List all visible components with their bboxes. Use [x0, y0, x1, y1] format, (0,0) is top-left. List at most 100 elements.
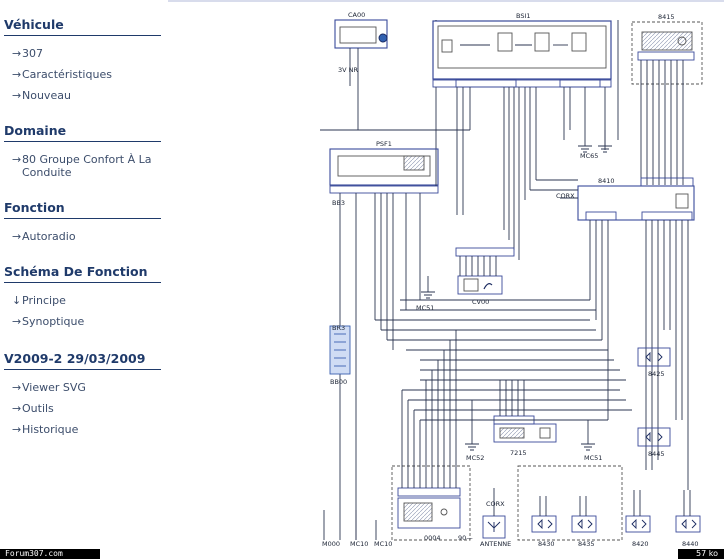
arrow-right-icon: →: [12, 230, 22, 243]
antenna-icon: [487, 521, 501, 532]
label-8435: 8435: [578, 540, 595, 548]
bsi1-box: [432, 20, 612, 80]
watermark-text: Forum307.com: [2, 549, 66, 559]
psf1-box: [329, 148, 439, 186]
nav-link-groupe-confort[interactable]: →80 Groupe Confort À La Conduite: [12, 153, 162, 179]
arrow-right-icon: →: [12, 89, 22, 102]
nav-link-principe[interactable]: ↓Principe: [12, 294, 162, 307]
label-8410: 8410: [598, 177, 615, 185]
nav-link-historique[interactable]: →Historique: [12, 423, 162, 436]
ground-icon: [598, 145, 612, 153]
label-8430: 8430: [538, 540, 555, 548]
label-mc51-left: MC51: [416, 304, 434, 312]
label-8420: 8420: [632, 540, 649, 548]
section-divider: [4, 35, 161, 36]
arrow-right-icon: →: [12, 315, 22, 328]
nav-link-label: Nouveau: [22, 89, 71, 102]
label-8425: 8425: [648, 370, 665, 378]
label-mc51-right: MC51: [584, 454, 602, 462]
br440-speaker-icon: [675, 515, 701, 533]
label-8445: 8445: [648, 450, 665, 458]
label-3v-nr: 3V NR: [338, 66, 359, 74]
ignition-switch-icon: [339, 26, 377, 44]
ground-icon: [578, 145, 592, 153]
label-antenne: ANTENNE: [480, 540, 511, 548]
arrow-right-icon: →: [12, 423, 22, 436]
br420-speaker-icon: [625, 515, 651, 533]
br410-box: [577, 185, 695, 221]
nav-link-label: Caractéristiques: [22, 68, 112, 81]
section-title-domaine: Domaine: [4, 123, 67, 138]
section-title-fonction: Fonction: [4, 200, 65, 215]
label-mc65: MC65: [580, 152, 598, 160]
label-ca00: CA00: [348, 11, 365, 19]
top-border: [168, 0, 724, 2]
label-bsi1: BSI1: [516, 12, 531, 20]
ground-icon: [421, 291, 435, 299]
label-8415: 8415: [658, 13, 675, 21]
sidebar-nav: Véhicule →307 →Caractéristiques →Nouveau…: [0, 0, 168, 559]
nav-link-caracteristiques[interactable]: →Caractéristiques: [12, 68, 162, 81]
section-divider: [4, 141, 161, 142]
nav-link-label: Synoptique: [22, 315, 85, 328]
label-90: 90—: [458, 534, 473, 542]
label-m000: M000: [322, 540, 340, 548]
cv00-box: [457, 275, 503, 295]
label-mc52: MC52: [466, 454, 484, 462]
br435-speaker-icon: [571, 515, 597, 533]
nav-link-label: Autoradio: [22, 230, 76, 243]
key-icon: [378, 33, 388, 43]
label-bb00: BB00: [330, 378, 347, 386]
wiring-diagram-svg[interactable]: CA00 BSI1 PSF1 8415 8410 CV00 BB00 7215 …: [320, 0, 724, 549]
label-corx-top: CORX: [556, 192, 575, 200]
section-divider: [4, 218, 161, 219]
nav-link-label: Historique: [22, 423, 79, 436]
arrow-right-icon: →: [12, 47, 22, 60]
arrow-right-icon: →: [12, 402, 22, 415]
ca00-box: [334, 19, 388, 49]
ground-icon: [581, 443, 595, 451]
nav-link-label: 307: [22, 47, 43, 60]
label-8440: 8440: [682, 540, 699, 548]
arrow-right-icon: →: [12, 68, 22, 81]
label-7215: 7215: [510, 449, 527, 457]
nav-link-nouveau[interactable]: →Nouveau: [12, 89, 162, 102]
section-title-schema: Schéma De Fonction: [4, 264, 148, 279]
label-mc10-a: MC10: [350, 540, 368, 548]
bsi1-internals: [437, 25, 607, 69]
nav-link-viewer-svg[interactable]: →Viewer SVG: [12, 381, 162, 394]
label-0004: 0004: [424, 534, 441, 542]
label-corx-bottom: CORX: [486, 500, 505, 508]
nav-link-outils[interactable]: →Outils: [12, 402, 162, 415]
rear-speakers-box: [517, 465, 623, 541]
file-size-label: 57 ko: [678, 549, 722, 559]
br430-speaker-icon: [531, 515, 557, 533]
label-psf1: PSF1: [376, 140, 392, 148]
c0004-box: [391, 465, 471, 541]
wiring-diagram[interactable]: CA00 BSI1 PSF1 8415 8410 CV00 BB00 7215 …: [320, 0, 724, 559]
nav-link-autoradio[interactable]: →Autoradio: [12, 230, 162, 243]
label-mc10-b: MC10: [374, 540, 392, 548]
ground-icon: [465, 443, 479, 451]
speaker-small-icon: [675, 193, 689, 209]
status-bar-gap: [100, 549, 680, 559]
nav-link-label: 80 Groupe Confort À La Conduite: [22, 153, 152, 179]
nav-link-label: Outils: [22, 402, 54, 415]
arrow-right-icon: →: [12, 153, 22, 166]
arrow-down-icon: ↓: [12, 294, 22, 307]
br415-box: [631, 21, 703, 85]
label-bb3: BB3: [332, 199, 345, 207]
section-divider: [4, 282, 161, 283]
section-divider: [4, 369, 161, 370]
nav-link-label: Principe: [22, 294, 66, 307]
nav-link-307[interactable]: →307: [12, 47, 162, 60]
section-title-version: V2009-2 29/03/2009: [4, 351, 146, 366]
br445-speaker-icon: [637, 427, 671, 447]
section-title-vehicule: Véhicule: [4, 17, 64, 32]
label-cv00: CV00: [472, 298, 489, 306]
label-br3: BR3: [332, 324, 345, 332]
arrow-right-icon: →: [12, 381, 22, 394]
nav-link-label: Viewer SVG: [22, 381, 86, 394]
nav-link-synoptique[interactable]: →Synoptique: [12, 315, 162, 328]
br425-speaker-icon: [637, 347, 671, 367]
